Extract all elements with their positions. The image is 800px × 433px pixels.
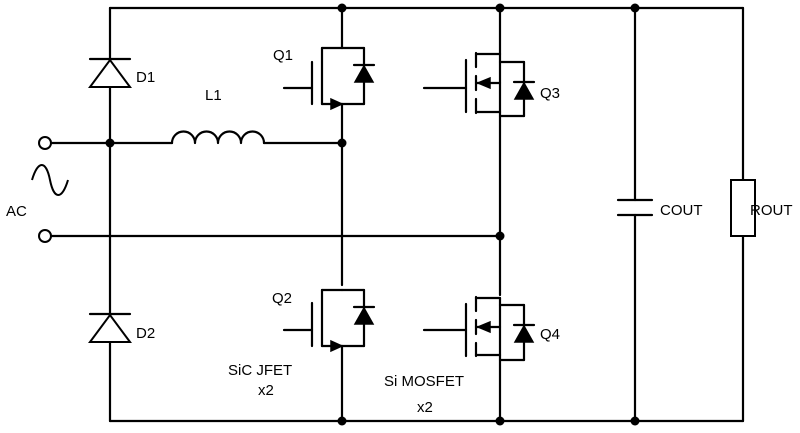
q4-label: Q4 (540, 326, 560, 343)
ac-sine-icon (31, 164, 69, 196)
junction-dot (495, 416, 505, 426)
q2-label: Q2 (272, 290, 292, 307)
sic-jfet-count: x2 (258, 382, 274, 399)
diode-d2: D2 (88, 312, 155, 343)
diode-d1-triangle (88, 58, 132, 88)
q3-arrow-icon (476, 76, 491, 90)
ac-terminal-bottom (38, 229, 52, 243)
q4-body-diode-icon (513, 324, 535, 343)
si-mosfet-count: x2 (417, 399, 433, 416)
ac-source: AC (6, 136, 69, 243)
ac-label: AC (6, 203, 27, 220)
junction-dot (630, 3, 640, 13)
rout-body (730, 179, 756, 237)
transistor-q4: Q4 (422, 295, 560, 362)
captions: SiC JFET x2 Si MOSFET x2 (228, 362, 464, 416)
junction-dot (105, 138, 115, 148)
resistor-rout: ROUT (730, 179, 793, 237)
junction-dot (630, 416, 640, 426)
rout-label: ROUT (750, 202, 793, 219)
q1-arrow-icon (330, 97, 344, 111)
transistor-q3: Q3 (422, 51, 560, 118)
inductor-l1-coil (170, 130, 266, 145)
si-mosfet-caption: Si MOSFET (384, 373, 464, 390)
inductor-l1: L1 (170, 87, 266, 145)
diode-d1: D1 (88, 57, 155, 88)
junction-dot (337, 3, 347, 13)
junction-dot (495, 231, 505, 241)
q2-arrow-icon (330, 339, 344, 353)
junction-dot (495, 3, 505, 13)
capacitor-cout: COUT (616, 198, 703, 219)
junction-dot (337, 416, 347, 426)
q1-body-diode-icon (353, 64, 375, 83)
cout-label: COUT (660, 202, 703, 219)
q1-label: Q1 (273, 47, 293, 64)
transistor-q1: Q1 (273, 46, 376, 111)
sic-jfet-caption: SiC JFET (228, 362, 292, 379)
q4-arrow-icon (476, 320, 491, 334)
q3-label: Q3 (540, 85, 560, 102)
q2-body-diode-icon (353, 306, 375, 325)
transistor-q2: Q2 (272, 288, 376, 353)
diode-d2-triangle (88, 313, 132, 343)
junction-dots (105, 3, 640, 426)
inductor-l1-label: L1 (205, 87, 222, 104)
junction-dot (337, 138, 347, 148)
q3-body-diode-icon (513, 81, 535, 100)
ac-terminal-top (38, 136, 52, 150)
diode-d1-label: D1 (136, 69, 155, 86)
diode-d2-label: D2 (136, 325, 155, 342)
